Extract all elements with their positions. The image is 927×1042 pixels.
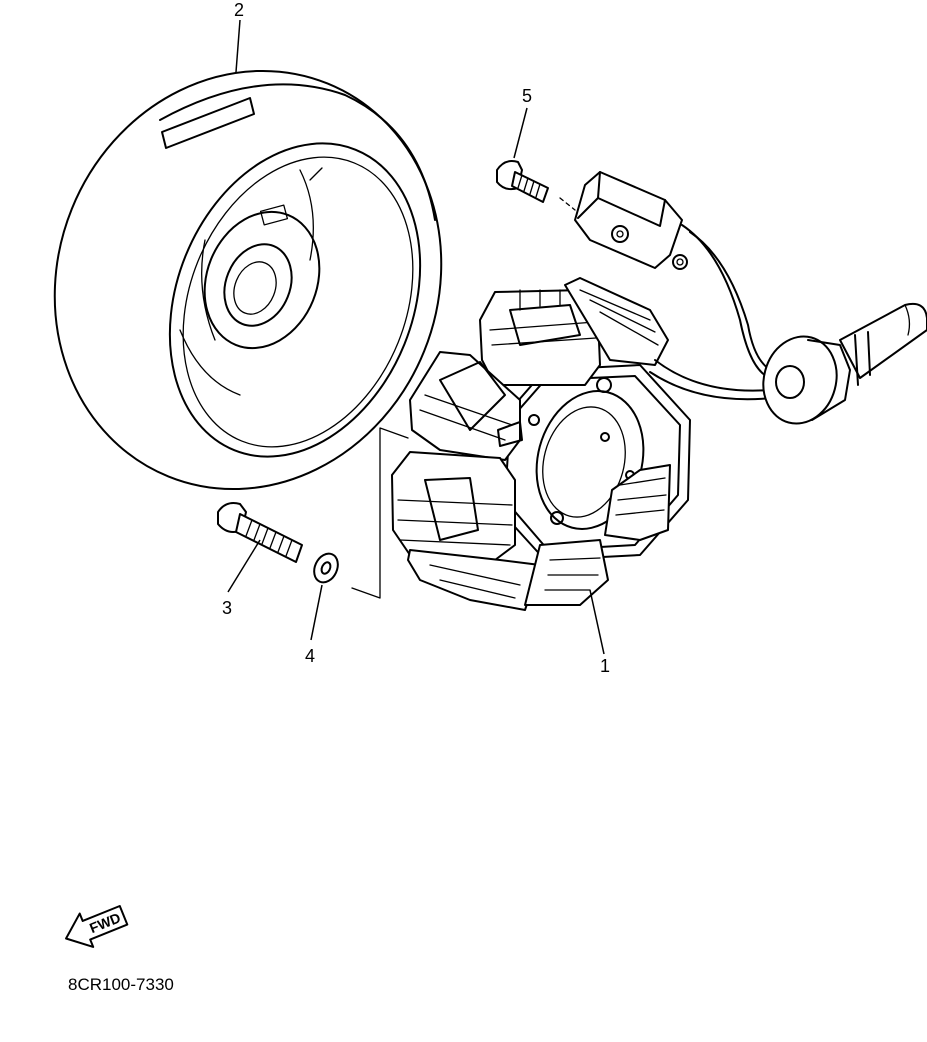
- flywheel-rotor: [53, 69, 443, 491]
- callout-washer: 4: [305, 646, 315, 666]
- leader-lines: [227, 19, 605, 655]
- callout-bolt: 3: [222, 598, 232, 618]
- callout-flywheel: 2: [234, 0, 244, 20]
- reference-code: 8CR100-7330: [68, 975, 174, 994]
- wiring-harness: [649, 224, 927, 425]
- stator-assembly: [391, 277, 691, 611]
- callout-stator: 1: [600, 656, 610, 676]
- bolt: [217, 502, 303, 563]
- washer: [313, 552, 339, 584]
- callout-screw: 5: [522, 86, 532, 106]
- forward-arrow-icon: FWD: [65, 904, 129, 948]
- pulser-coil: [574, 171, 688, 270]
- screw: [496, 160, 576, 211]
